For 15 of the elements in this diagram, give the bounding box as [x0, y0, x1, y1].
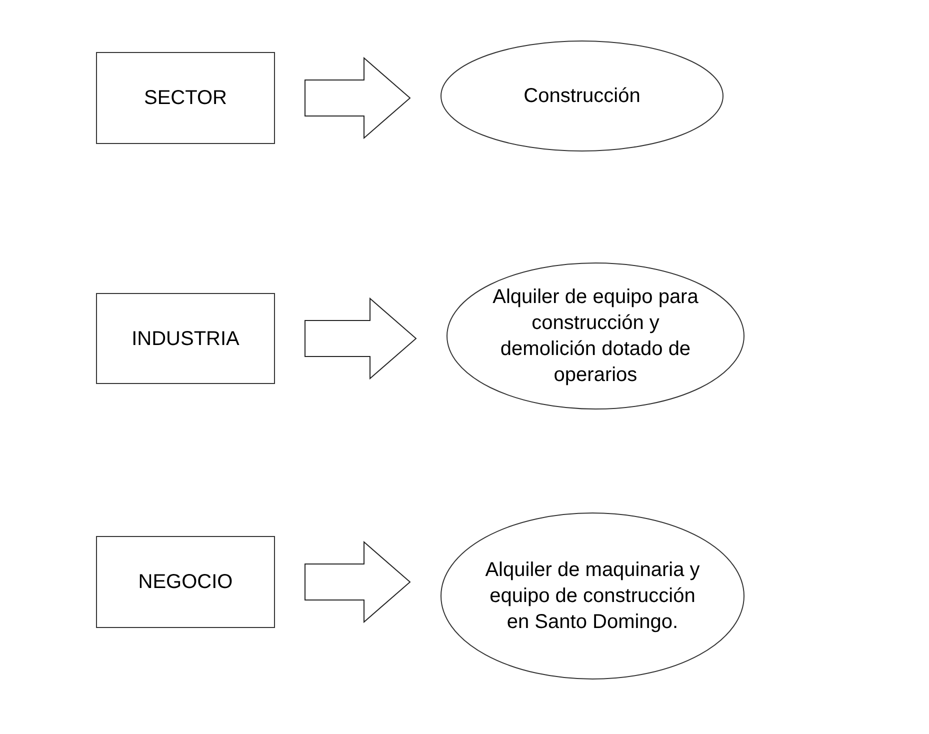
rect-box [96, 52, 275, 144]
block-arrow [304, 540, 411, 624]
ellipse-node [440, 512, 745, 680]
rect-box [96, 293, 275, 384]
node-label: NEGOCIO [138, 570, 233, 595]
block-arrow [304, 56, 411, 140]
block-arrow [304, 297, 417, 380]
node-label: INDUSTRIA [132, 326, 240, 352]
ellipse-node [446, 262, 745, 410]
node-label: SECTOR [144, 86, 227, 111]
ellipse-node [440, 40, 724, 152]
node-label: Construcción [524, 84, 640, 109]
rect-box [96, 536, 275, 628]
node-label: Alquiler de equipo para construcción y demolición dotado de operarios [492, 285, 700, 388]
node-label: Alquiler de maquinaria y equipo de construcción en Santo Domingo. [485, 558, 700, 635]
